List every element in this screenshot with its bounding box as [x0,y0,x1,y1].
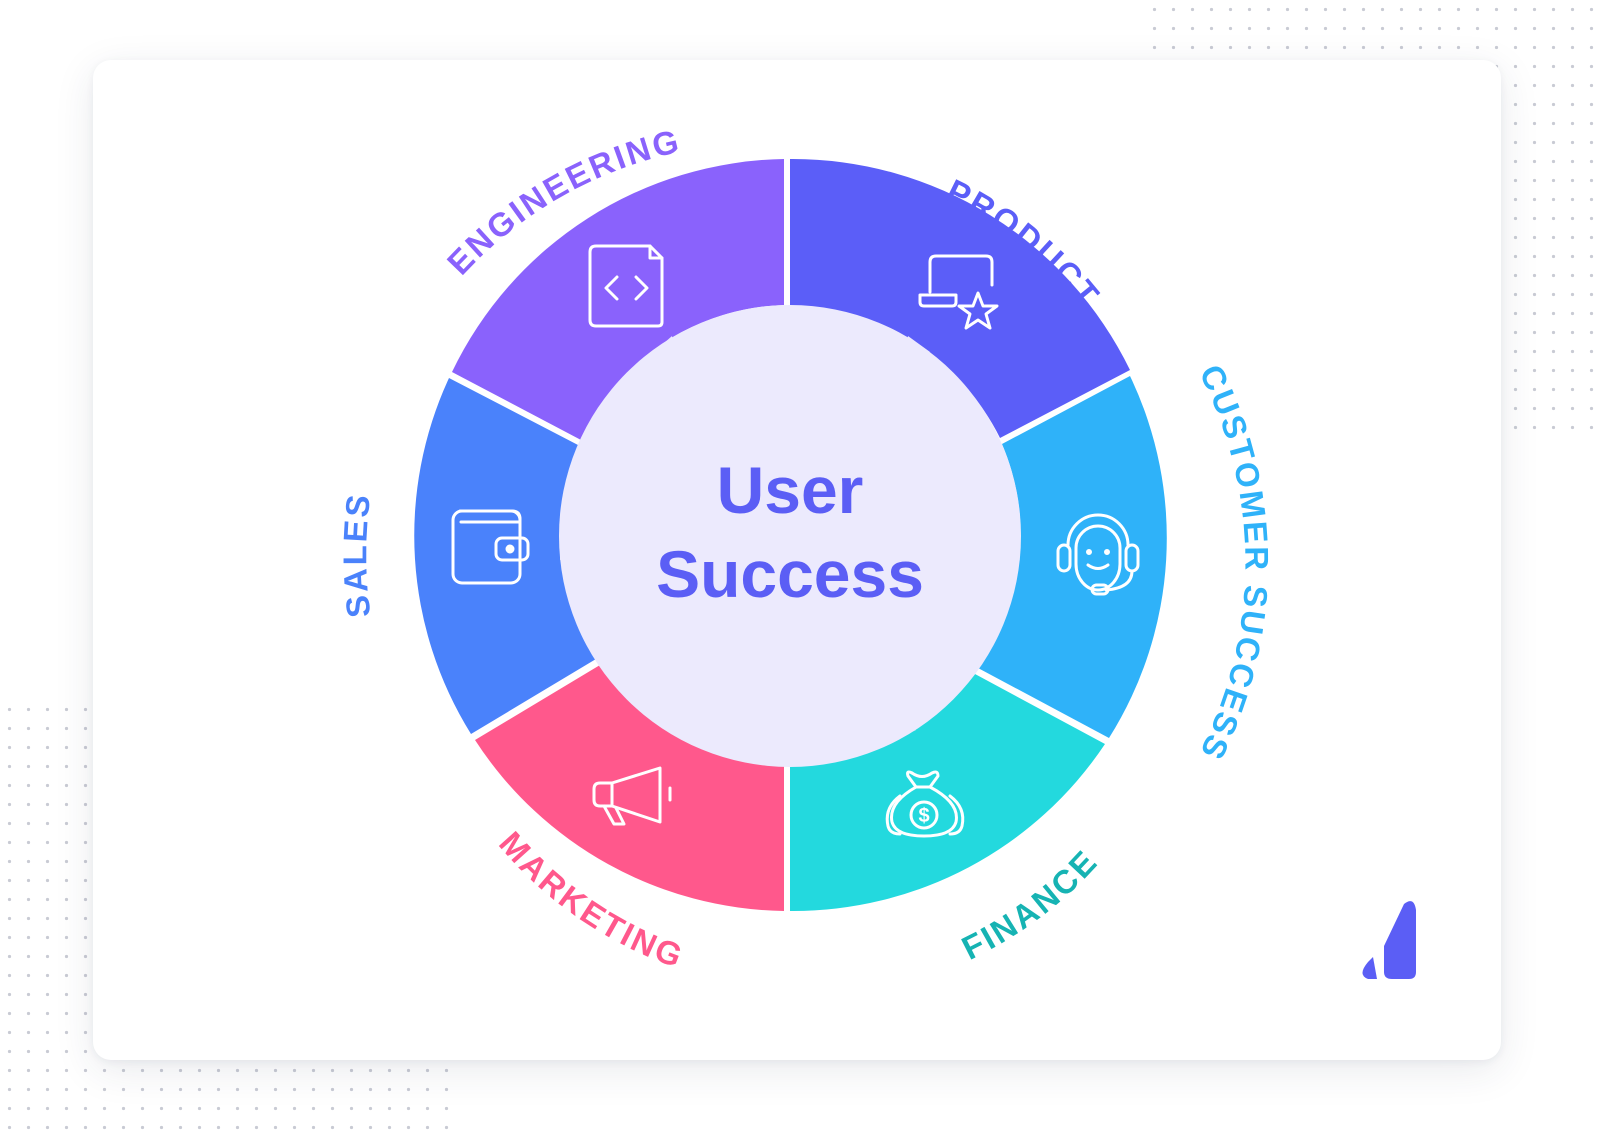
label-customer-success: CUSTOMER SUCCESS [1192,359,1275,767]
center-hub [559,305,1021,767]
brand-logo-icon [1362,901,1416,979]
money-bag-icon: $ [885,770,965,838]
laptop-star-icon [918,254,999,330]
center-title-line2: Success [656,537,924,611]
center-title-line1: User [717,453,864,527]
segment-sales [414,378,596,734]
svg-text:$: $ [918,805,929,827]
segment-customer-success [978,376,1167,738]
headset-icon [1056,513,1140,596]
segment-finance [790,674,1105,912]
segment-product [790,158,1130,438]
megaphone-icon [592,766,672,826]
segment-marketing [475,665,784,911]
wallet-icon [451,509,530,585]
code-file-icon [588,244,664,328]
label-sales: SALES [336,490,377,619]
